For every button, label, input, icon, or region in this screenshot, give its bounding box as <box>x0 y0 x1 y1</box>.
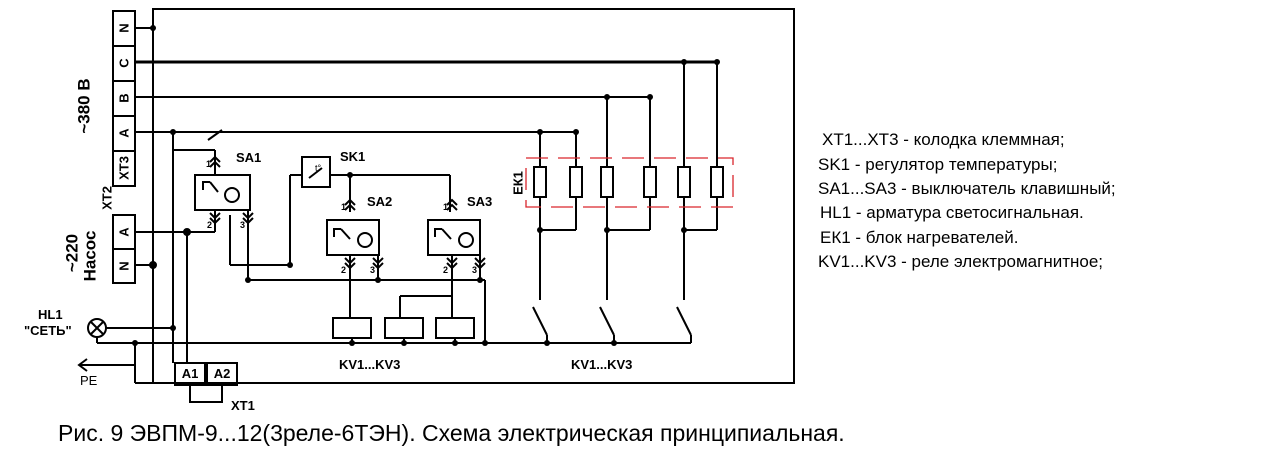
kv-contacts-label: KV1...KV3 <box>571 357 632 372</box>
set-label: "СЕТЬ" <box>24 323 72 338</box>
sk1-thermostat <box>301 156 331 188</box>
legend-line-3: SA1...SA3 - выключатель клавишный; <box>818 179 1116 198</box>
heater-element-1 <box>533 166 547 198</box>
sa2-label: SA2 <box>367 194 392 209</box>
ek1-label: ЕК1 <box>511 171 526 195</box>
sa1-pin-2: 2 <box>207 220 212 230</box>
sa3-switch-box <box>427 219 481 256</box>
pe-label: PE <box>80 373 98 388</box>
sa2-switch-box <box>326 219 380 256</box>
xt3-terminal-strip <box>112 10 136 187</box>
heater-element-5 <box>677 166 691 198</box>
legend: XT1...XT3 - колодка клеммная; SK1 - регу… <box>818 130 1116 271</box>
sa1-switch-box <box>194 174 251 211</box>
heater-element-4 <box>643 166 657 198</box>
sa3-pin-3: 3 <box>472 265 477 275</box>
sa2-pin-3: 3 <box>370 265 375 275</box>
voltage-380-label: ~380 В <box>75 78 94 133</box>
hl1-label: HL1 <box>38 307 63 322</box>
xt2-terminal-strip <box>112 214 136 284</box>
sa1-label: SA1 <box>236 150 261 165</box>
terminal-a2: A <box>117 227 132 237</box>
terminal-n2: N <box>117 261 132 270</box>
kv-contact-1 <box>532 306 548 336</box>
sa3-pin-1: 1 <box>443 202 448 212</box>
ek1-heater-block-outline <box>525 157 734 208</box>
legend-line-5: ЕК1 - блок нагревателей. <box>820 228 1018 247</box>
kv-contact-3 <box>676 306 692 336</box>
kv-coil-1 <box>332 317 372 339</box>
kv-coil-2 <box>384 317 424 339</box>
kv-contact-2 <box>599 306 615 336</box>
sk1-label: SK1 <box>340 149 365 164</box>
a1-label: A1 <box>182 366 199 381</box>
xt3-label: XT3 <box>117 156 132 180</box>
kv-coils-label: KV1...KV3 <box>339 357 400 372</box>
sk1-t-symbol: t° <box>315 163 322 173</box>
xt1-label: XT1 <box>231 398 255 413</box>
sa3-label: SA3 <box>467 194 492 209</box>
xt2-label: XT2 <box>100 186 115 210</box>
legend-line-4: HL1 - арматура светосигнальная. <box>820 203 1084 222</box>
heater-element-3 <box>600 166 614 198</box>
legend-line-1: XT1...XT3 - колодка клеммная; <box>822 130 1065 149</box>
pump-label: Насос <box>81 231 100 282</box>
terminal-a: A <box>117 128 132 138</box>
sa3-pin-2: 2 <box>443 265 448 275</box>
terminal-c: C <box>117 58 132 68</box>
a2-label: A2 <box>214 366 231 381</box>
heater-element-2 <box>569 166 583 198</box>
sa1-pin-1: 1 <box>206 159 211 169</box>
sa1-pin-3: 3 <box>240 220 245 230</box>
sa2-pin-2: 2 <box>341 265 346 275</box>
legend-line-2: SK1 - регулятор температуры; <box>818 155 1057 174</box>
terminal-n: N <box>117 23 132 32</box>
sa2-pin-1: 1 <box>341 202 346 212</box>
heater-element-6 <box>710 166 724 198</box>
kv-coil-3 <box>435 317 475 339</box>
legend-line-6: KV1...KV3 - реле электромагнитное; <box>818 252 1103 271</box>
voltage-220-label: ~220 <box>63 234 82 272</box>
terminal-b: B <box>117 93 132 102</box>
figure-caption: Рис. 9 ЭВПМ-9...12(3реле-6ТЭН). Схема эл… <box>58 420 845 446</box>
